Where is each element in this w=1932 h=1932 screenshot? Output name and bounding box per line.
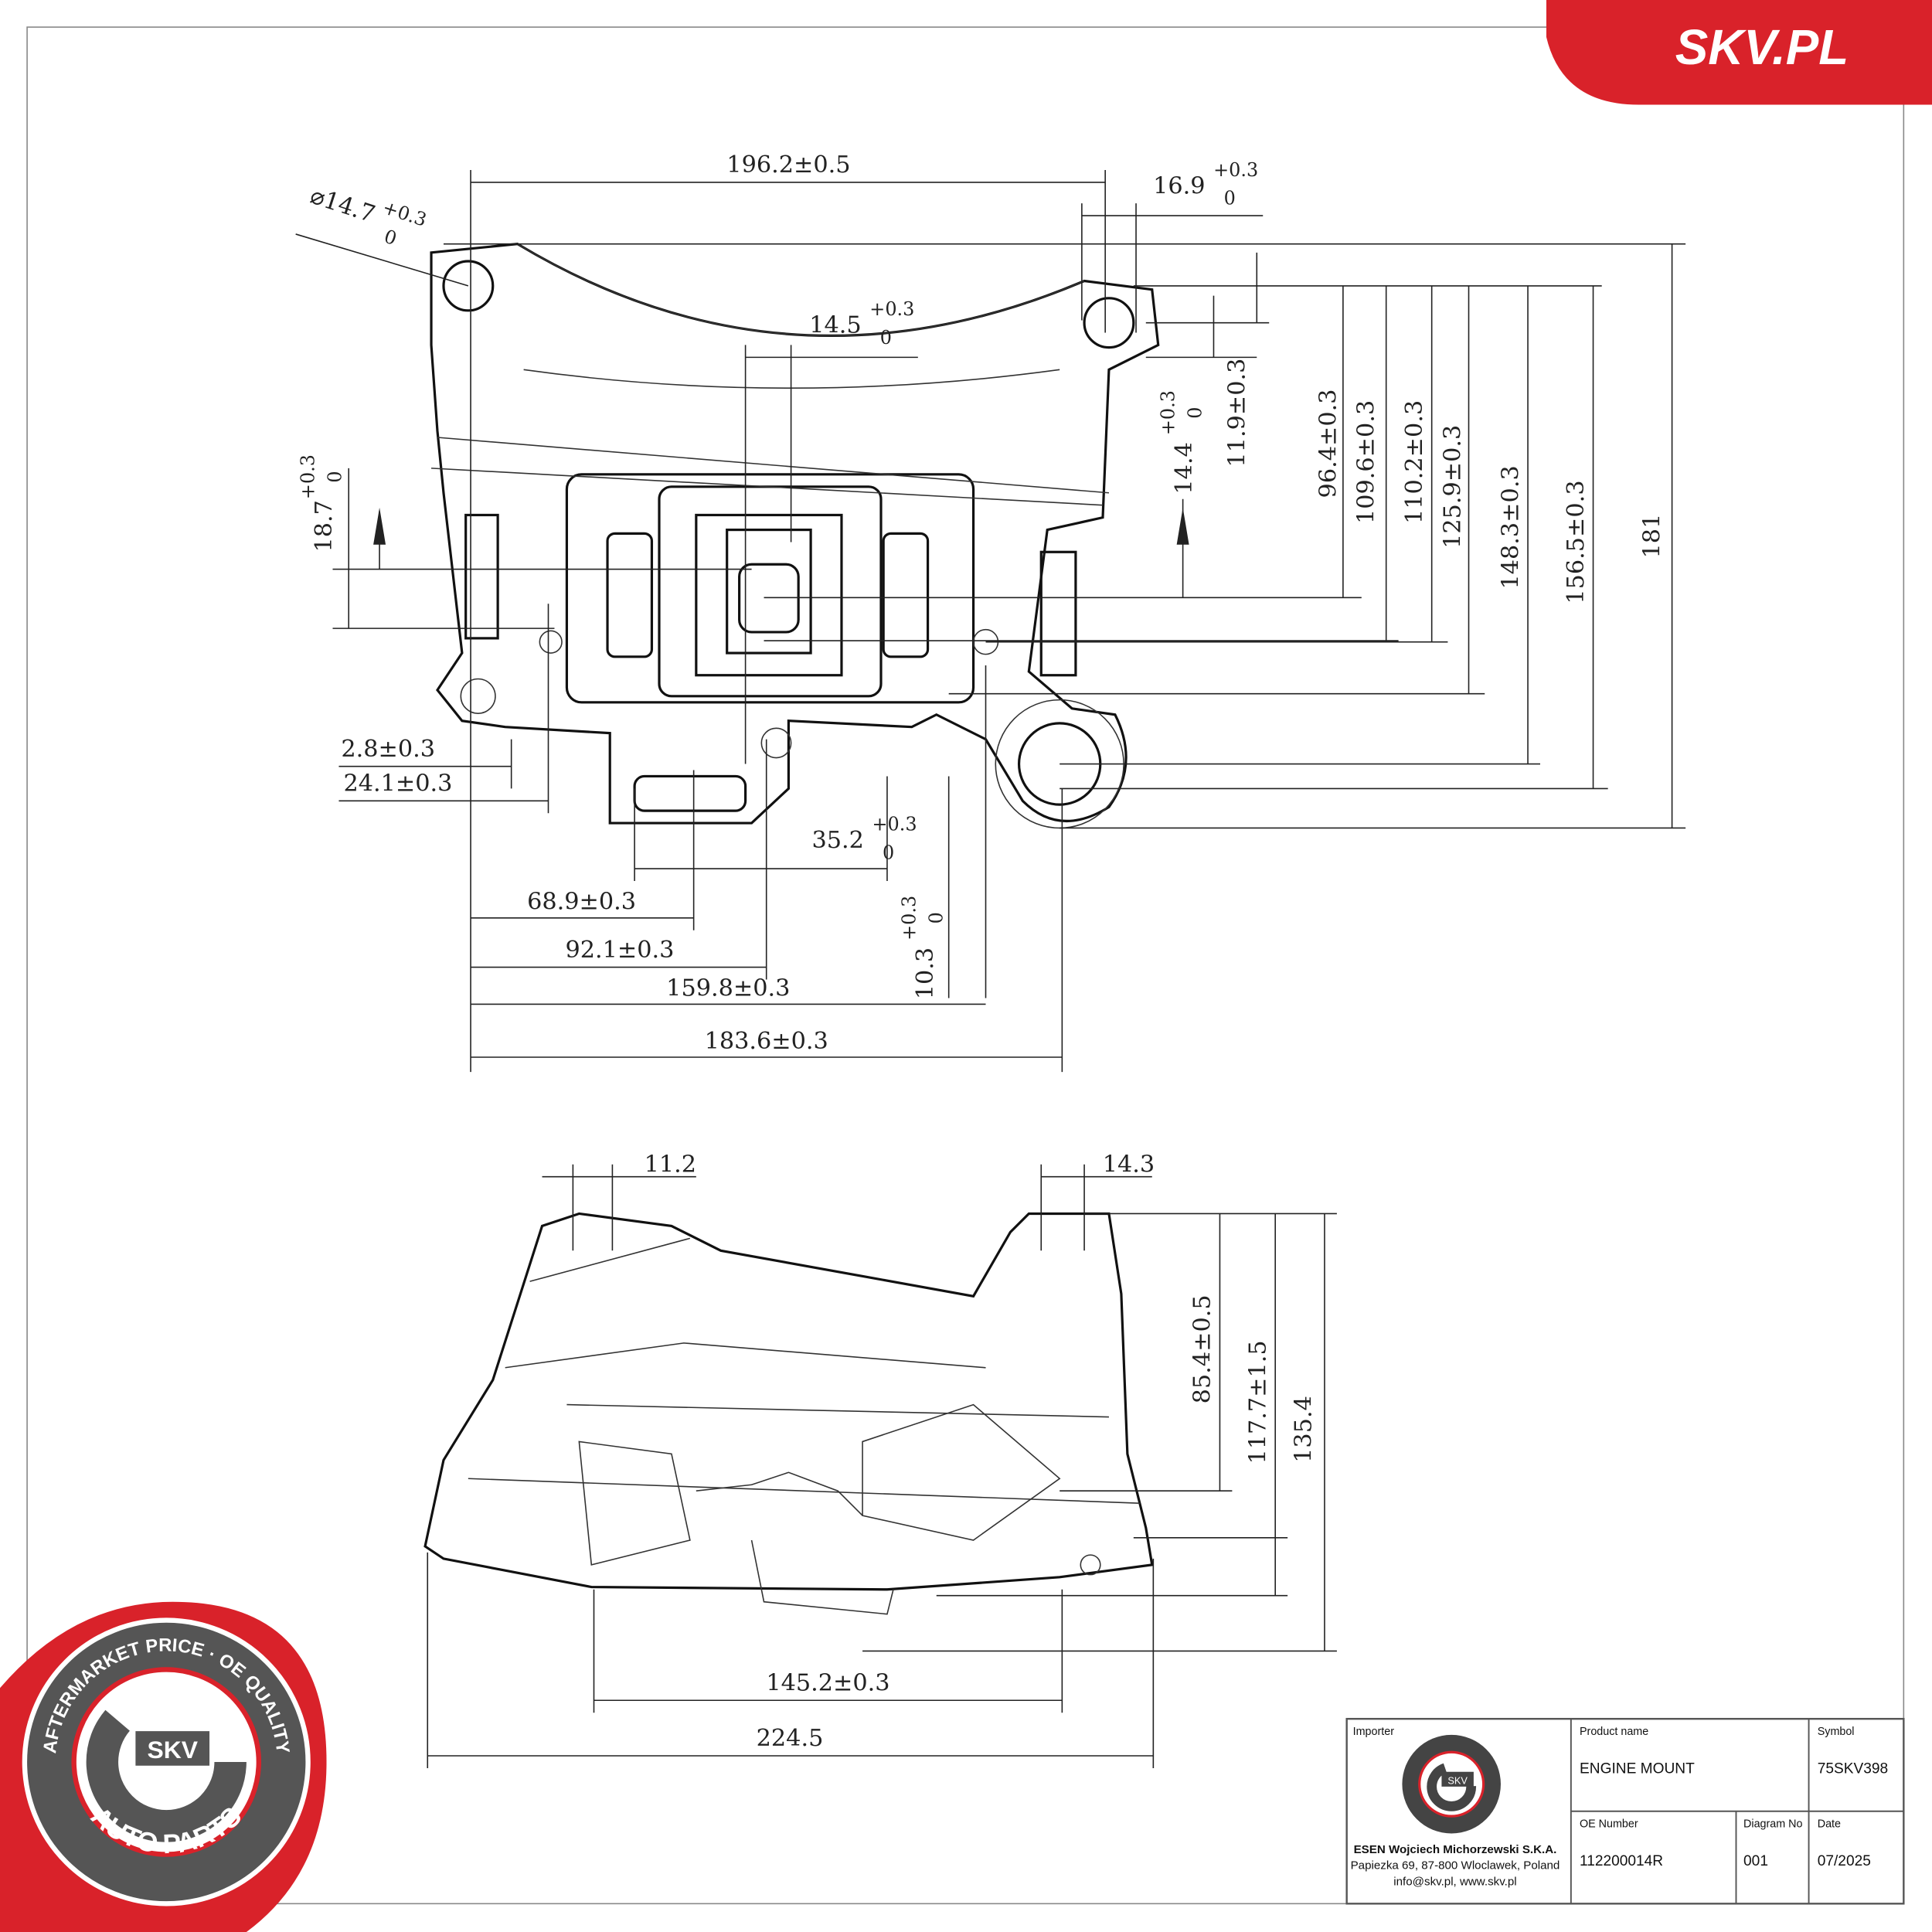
dim-14-5-upper: +0.3 — [869, 298, 914, 320]
drawing-frame — [26, 26, 1905, 1905]
dim-14-4-lower: 0 — [1185, 407, 1206, 419]
diagram-no-value: 001 — [1743, 1853, 1768, 1869]
dim-109-6: 109.6±0.3 — [1353, 400, 1380, 524]
skv-logo[interactable]: SKV.PL — [1546, 0, 1932, 105]
diagram-no-label: Diagram No — [1743, 1818, 1802, 1830]
dim-183-6: 183.6±0.3 — [705, 1028, 828, 1055]
dim-35-2: 35.2 — [811, 827, 863, 854]
title-block: Importer SKV ESEN Wojciech Michorzewski … — [1345, 1717, 1905, 1905]
symbol-label: Symbol — [1818, 1726, 1855, 1738]
importer-address: Papiezka 69, 87-800 Wloclawek, Poland — [1351, 1859, 1560, 1872]
dim-16-9: 16.9 — [1153, 172, 1205, 199]
side-view-part — [423, 1212, 1154, 1615]
dim-14-4: 14.4 — [1171, 442, 1198, 494]
dim-14-5: 14.5 — [809, 311, 861, 338]
dim-2-8: 2.8±0.3 — [341, 736, 435, 763]
dim-18-7: 18.7 — [311, 500, 338, 552]
dim-145-2: 145.2±0.3 — [766, 1670, 889, 1697]
importer-label: Importer — [1353, 1726, 1395, 1738]
dim-14-4-upper: +0.3 — [1157, 390, 1179, 435]
dim-117-7: 117.7±1.5 — [1244, 1340, 1271, 1464]
dim-10-3-upper: +0.3 — [899, 896, 920, 940]
side-view-dimension-lines — [427, 1164, 1337, 1768]
importer-logo: SKV — [1402, 1734, 1501, 1834]
dim-10-3-lower: 0 — [926, 912, 947, 923]
dim-14-5-lower: 0 — [880, 327, 892, 349]
importer-name: ESEN Wojciech Michorzewski S.K.A. — [1354, 1843, 1557, 1856]
symbol-value: 75SKV398 — [1818, 1760, 1888, 1777]
dim-diameter-14-7: ⌀14.7 — [307, 182, 378, 229]
date-value: 07/2025 — [1818, 1853, 1871, 1869]
dim-125-9: 125.9±0.3 — [1439, 425, 1466, 549]
dim-96-4: 96.4±0.3 — [1315, 389, 1342, 498]
product-name-label: Product name — [1580, 1726, 1648, 1738]
badge-center-text: SKV — [147, 1736, 198, 1764]
top-view-dimensions: 196.2±0.5 16.9 +0.3 0 ⌀14.7 +0.3 0 14.5 … — [298, 151, 1666, 1055]
dim-10-3: 10.3 — [912, 947, 939, 999]
skv-quality-badge: SKV AFTERMARKET PRICE · OE QUALITY AUTO … — [0, 1601, 327, 1932]
svg-text:SKV: SKV — [1447, 1775, 1468, 1787]
dim-135-4: 135.4 — [1290, 1396, 1317, 1463]
dim-196-2: 196.2±0.5 — [726, 151, 850, 179]
dim-18-7-lower: 0 — [325, 471, 346, 482]
dim-68-9: 68.9±0.3 — [527, 889, 636, 916]
dim-16-9-upper: +0.3 — [1213, 159, 1258, 181]
dim-24-1: 24.1±0.3 — [344, 770, 453, 798]
dim-110-2: 110.2±0.3 — [1401, 400, 1428, 524]
dim-181: 181 — [1639, 514, 1666, 559]
oe-number-label: OE Number — [1580, 1818, 1638, 1830]
dim-148-3: 148.3±0.3 — [1497, 465, 1524, 589]
product-name-value: ENGINE MOUNT — [1580, 1760, 1695, 1777]
dim-224-5: 224.5 — [757, 1725, 824, 1752]
importer-contact[interactable]: info@skv.pl, www.skv.pl — [1393, 1875, 1516, 1888]
dim-35-2-upper: +0.3 — [872, 814, 917, 835]
dim-85-4: 85.4±0.5 — [1189, 1294, 1216, 1403]
dim-159-8: 159.8±0.3 — [666, 975, 790, 1002]
dim-14-3: 14.3 — [1103, 1151, 1155, 1178]
dim-35-2-lower: 0 — [883, 842, 894, 863]
date-label: Date — [1818, 1818, 1841, 1830]
dim-diameter-lower: 0 — [382, 226, 400, 250]
dim-11-2: 11.2 — [645, 1151, 696, 1178]
side-view-dimensions: 11.2 14.3 85.4±0.5 117.7±1.5 135.4 145.2… — [645, 1151, 1318, 1752]
dim-11-9: 11.9±0.3 — [1223, 359, 1250, 468]
logo-text: SKV.PL — [1675, 19, 1849, 75]
top-view-dimension-lines — [295, 170, 1686, 1073]
top-view-part — [430, 243, 1160, 829]
oe-number-value: 112200014R — [1580, 1853, 1663, 1869]
dim-16-9-lower: 0 — [1224, 188, 1236, 209]
dim-18-7-upper: +0.3 — [298, 454, 319, 499]
dim-156-5: 156.5±0.3 — [1563, 480, 1590, 604]
dim-92-1: 92.1±0.3 — [566, 937, 675, 964]
